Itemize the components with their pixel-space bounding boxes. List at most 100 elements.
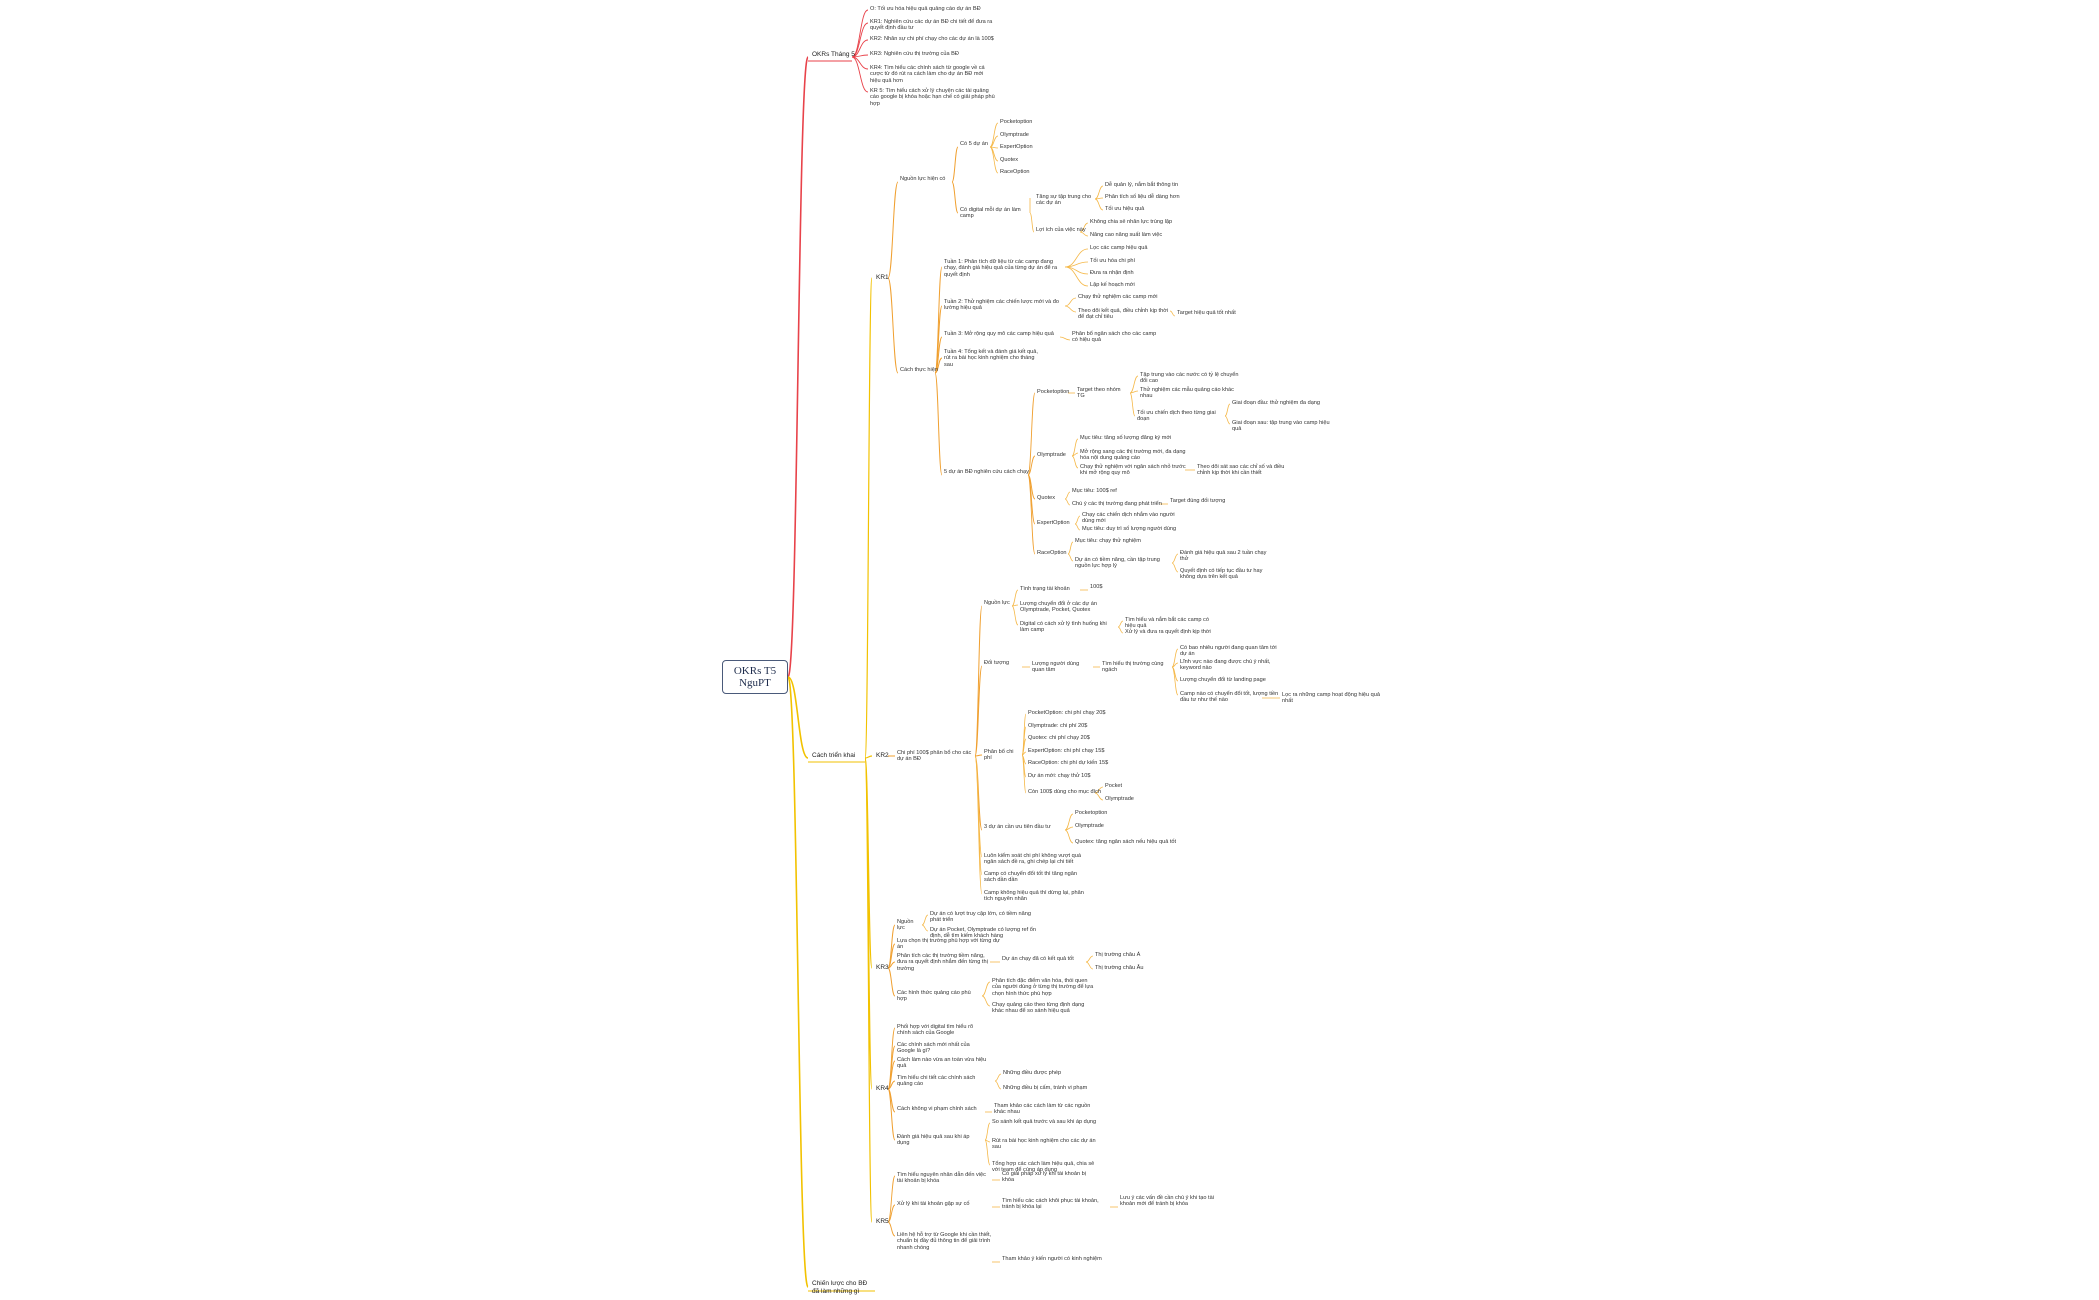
okr-branch-label[interactable]: OKRs Tháng 5 [812, 51, 855, 58]
kr2-resource-item[interactable]: Tình trạng tài khoản [1020, 586, 1070, 592]
kr1-resources[interactable]: Nguồn lực hiện có [900, 176, 946, 182]
evaluate-item[interactable]: So sánh kết quả trước và sau khi áp dụng [992, 1119, 1097, 1125]
week2-result[interactable]: Target hiệu quả tốt nhất [1177, 310, 1236, 316]
kr5-label[interactable]: KR5 [876, 1218, 889, 1225]
kr2-resources[interactable]: Nguồn lực [984, 600, 1010, 606]
kr2-audience-note[interactable]: Lọc ra những camp hoạt động hiệu quả nhấ… [1282, 692, 1380, 705]
race-deep-item[interactable]: Đánh giá hiệu quả sau 2 tuần chạy thử [1180, 550, 1267, 563]
kr2-handle-item[interactable]: Xử lý và đưa ra quyết định kịp thời [1125, 629, 1211, 635]
benefit-item[interactable]: Nâng cao năng suất làm việc [1090, 232, 1163, 238]
kr2-extra[interactable]: Camp có chuyển đổi tốt thì tăng ngân sác… [984, 871, 1077, 884]
okr-item[interactable]: O: Tối ưu hóa hiệu quả quảng cáo dự án B… [870, 6, 981, 12]
pocket-item[interactable]: Tập trung vào các nước có tỷ lệ chuyển đ… [1140, 372, 1239, 385]
kr4-evaluate[interactable]: Đánh giá hiệu quả sau khi áp dụng [897, 1134, 970, 1147]
kr2-priority[interactable]: 3 dự án cần ưu tiên đầu tư [984, 824, 1051, 830]
project-item[interactable]: Quotex [1000, 157, 1019, 163]
okr-item[interactable]: KR2: Nhân sự chi phí chạy cho các dự án … [870, 36, 994, 42]
kr3-resource-item[interactable]: Dự án Pocket, Olymptrade có lượng ref ổn… [930, 927, 1036, 940]
allocation-item[interactable]: RaceOption: chi phí dự kiến 15$ [1028, 760, 1109, 766]
project-item[interactable]: ExpertOption [1000, 144, 1033, 150]
market-item[interactable]: Thị trường châu Âu [1095, 965, 1144, 971]
olymp-note[interactable]: Theo dõi sát sao các chỉ số và điều chỉn… [1197, 464, 1285, 477]
week2-item[interactable]: Chạy thử nghiệm các camp mới [1078, 294, 1158, 300]
olymp-item[interactable]: Mở rộng sang các thị trường mới, đa dạng… [1080, 449, 1186, 462]
expert-item[interactable]: Chạy các chiến dịch nhắm vào người dùng … [1082, 512, 1175, 525]
kr3-resource-item[interactable]: Dự án có lượt truy cập lớn, có tiềm năng… [930, 911, 1031, 924]
week1-item[interactable]: Lập kế hoạch mới [1090, 282, 1135, 288]
allocation-item[interactable]: Olymptrade: chi phí 20$ [1028, 723, 1088, 729]
pocket-deep-item[interactable]: Giai đoạn sau: tập trung vào camp hiệu q… [1232, 420, 1330, 433]
allocation-item[interactable]: Dự án mới: chạy thử 10$ [1028, 773, 1091, 779]
kr5-advice[interactable]: Tham khảo ý kiến người có kinh nghiệm [1002, 1256, 1102, 1262]
week2-plan[interactable]: Tuần 2: Thử nghiệm các chiến lược mới và… [944, 299, 1059, 312]
kr2-resource-item[interactable]: Lượng chuyển đổi ở các dự án Olymptrade,… [1020, 601, 1098, 614]
allocation-item[interactable]: ExpertOption: chi phí chạy 15$ [1028, 748, 1105, 754]
evaluate-item[interactable]: Tổng hợp các cách làm hiệu quả, chia sẻ … [992, 1161, 1095, 1174]
allocation-item[interactable]: Còn 100$ dùng cho mục đích [1028, 789, 1102, 795]
week1-item[interactable]: Lọc các camp hiệu quả [1090, 245, 1148, 251]
project-olymp[interactable]: Olymptrade [1037, 452, 1066, 458]
pocket-item[interactable]: Thử nghiệm các mẫu quảng cáo khác nhau [1140, 387, 1234, 400]
kr4-item[interactable]: Cách làm nào vừa an toàn vừa hiệu quả [897, 1057, 987, 1070]
kr4-label[interactable]: KR4 [876, 1085, 889, 1092]
week1-item[interactable]: Tối ưu hóa chi phí [1090, 258, 1136, 264]
kr1-projects[interactable]: Có 5 dự án [960, 141, 989, 147]
expert-item[interactable]: Mục tiêu: duy trì số lượng người dùng [1082, 526, 1177, 532]
pocket-target[interactable]: Target theo nhóm TG [1077, 387, 1121, 400]
market-item[interactable]: Thị trường châu Á [1095, 952, 1141, 958]
digital-focus[interactable]: Tăng sự tập trung cho các dự án [1036, 194, 1092, 207]
root-topic[interactable]: OKRs T5 NguPT [722, 660, 788, 694]
quotex-item[interactable]: Chú ý các thị trường đang phát triển [1072, 501, 1162, 507]
format-item[interactable]: Chạy quảng cáo theo từng định dạng khác … [992, 1002, 1085, 1015]
digital-benefit[interactable]: Lợi ích của việc này [1036, 227, 1086, 233]
priority-item[interactable]: Quotex: tăng ngân sách nếu hiệu quả tốt [1075, 839, 1177, 845]
kr5-item[interactable]: Liên hệ hỗ trợ từ Google khi cần thiết, … [897, 1232, 992, 1251]
policy-item[interactable]: Những điều bị cấm, tránh vi phạm [1003, 1085, 1088, 1091]
kr2-allocation[interactable]: Phân bổ chi phí [984, 749, 1014, 762]
kr2-audience-item[interactable]: Lĩnh vực nào đang được chú ý nhất, keywo… [1180, 659, 1271, 672]
pocket-deep-item[interactable]: Giai đoạn đầu: thử nghiệm đa dạng [1232, 400, 1321, 406]
focus-item[interactable]: Dễ quản lý, nắm bắt thông tin [1105, 182, 1179, 188]
kr2-budget[interactable]: Chi phí 100$ phân bổ cho các dự án BĐ [897, 750, 972, 763]
kr1-label[interactable]: KR1 [876, 274, 889, 281]
kr2-extra[interactable]: Luôn kiểm soát chi phí không vượt quá ng… [984, 853, 1081, 866]
kr3-analysis[interactable]: Phân tích các thị trường tiềm năng, đưa … [897, 953, 988, 972]
kr2-audience-item[interactable]: Camp nào có chuyển đổi tốt, lượng tiền đ… [1180, 691, 1279, 704]
kr2-audience-item[interactable]: Có bao nhiêu người đang quan tâm tới dự … [1180, 645, 1277, 658]
olymp-item[interactable]: Chạy thử nghiệm với ngân sách nhỏ trước … [1080, 464, 1186, 477]
kr4-avoid-note[interactable]: Tham khảo các cách làm từ các nguồn khác… [994, 1103, 1091, 1116]
week2-item[interactable]: Theo dõi kết quả, điều chỉnh kịp thời để… [1078, 308, 1169, 321]
kr4-item[interactable]: Các chính sách mới nhất của Google là gì… [897, 1042, 970, 1055]
kr2-audience[interactable]: Đối tượng [984, 660, 1010, 666]
priority-item[interactable]: Pocketoption [1075, 810, 1108, 816]
kr3-label[interactable]: KR3 [876, 964, 889, 971]
kr1-digital[interactable]: Có digital mỗi dự án làm camp [960, 207, 1021, 220]
kr2-niche[interactable]: Tìm hiểu thị trường cùng ngách [1102, 661, 1164, 674]
benefit-item[interactable]: Không chia sẻ nhân lực trùng lặp [1090, 219, 1173, 225]
kr2-amount[interactable]: 100$ [1090, 584, 1103, 590]
week4-plan[interactable]: Tuần 4: Tổng kết và đánh giá kết quả, rú… [944, 349, 1038, 368]
kr2-interest[interactable]: Lượng người dùng quan tâm [1032, 661, 1080, 674]
pocket-optimize[interactable]: Tối ưu chiến dịch theo từng giai đoạn [1137, 410, 1216, 423]
kr2-handle-item[interactable]: Tìm hiểu và nắm bắt các camp có hiệu quả [1125, 617, 1209, 630]
okr-item[interactable]: KR4: Tìm hiểu các chính sách từ google v… [870, 65, 985, 84]
quotex-item[interactable]: Mục tiêu: 100$ ref [1072, 488, 1117, 494]
evaluate-item[interactable]: Rút ra bài học kinh nghiệm cho các dự án… [992, 1138, 1096, 1151]
week3-plan[interactable]: Tuần 3: Mở rộng quy mô các camp hiệu quả [944, 331, 1054, 337]
okr-item[interactable]: KR1: Nghiên cứu các dự án BĐ chi tiết để… [870, 19, 993, 32]
kr3-choose-market[interactable]: Lựa chọn thị trường phù hợp với từng dự … [897, 938, 1000, 951]
kr3-ad-formats[interactable]: Các hình thức quảng cáo phù hợp [897, 990, 971, 1003]
okr-item[interactable]: KR3: Nghiên cứu thị trường của BĐ [870, 51, 959, 57]
kr3-resources[interactable]: Nguồn lực [897, 919, 914, 932]
kr5-item[interactable]: Xử lý khi tài khoản gặp sự cố [897, 1201, 970, 1207]
focus-item[interactable]: Phân tích số liệu dễ dàng hơn [1105, 194, 1180, 200]
quotex-note[interactable]: Target đúng đối tượng [1170, 498, 1226, 504]
week1-plan[interactable]: Tuần 1: Phân tích dữ liệu từ các camp đa… [944, 259, 1058, 278]
project-race[interactable]: RaceOption [1037, 550, 1067, 556]
policy-item[interactable]: Những điều được phép [1003, 1070, 1062, 1076]
project-pocket[interactable]: Pocketoption [1037, 389, 1070, 395]
kr2-label[interactable]: KR2 [876, 752, 889, 759]
kr2-resource-item[interactable]: Digital có cách xử lý tình huống khi làm… [1020, 621, 1107, 634]
kr2-audience-item[interactable]: Lượng chuyển đổi từ landing page [1180, 677, 1266, 683]
kr5-item[interactable]: Tìm hiểu nguyên nhân dẫn đến việc tài kh… [897, 1172, 986, 1185]
